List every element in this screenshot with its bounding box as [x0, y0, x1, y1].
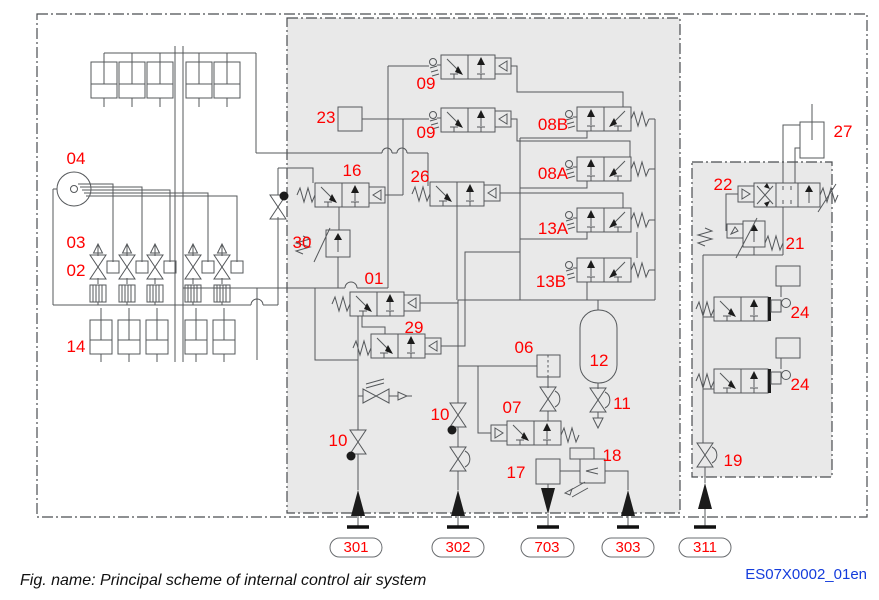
- valve-22: [725, 182, 839, 255]
- shutoff-valve-19: [696, 442, 718, 483]
- label-03: 03: [67, 233, 86, 252]
- valve-13B: [565, 257, 655, 300]
- label-09-lower: 09: [417, 123, 436, 142]
- label-17: 17: [507, 463, 526, 482]
- valve-26: [411, 181, 624, 300]
- distributor-04: [53, 171, 238, 262]
- valve-29: [352, 251, 520, 359]
- port-311-label: 311: [693, 539, 717, 556]
- muffler-group-02: [89, 284, 231, 305]
- port-301-label: 301: [343, 539, 368, 556]
- valve-23: [337, 106, 404, 195]
- document-code: ES07X0002_01en: [745, 566, 867, 583]
- label-16: 16: [343, 161, 362, 180]
- valve-08A: [520, 156, 655, 189]
- label-26: 26: [411, 167, 430, 186]
- valve-09-lower: [403, 107, 631, 157]
- valve-01: [331, 291, 458, 430]
- label-23: 23: [317, 108, 336, 127]
- label-01: 01: [365, 269, 384, 288]
- valve-07: [477, 366, 580, 446]
- label-07: 07: [503, 398, 522, 417]
- label-04: 04: [67, 149, 86, 168]
- label-21: 21: [786, 234, 805, 253]
- port-302: 302: [431, 490, 485, 558]
- label-13A: 13A: [538, 219, 569, 238]
- label-11: 11: [613, 394, 631, 413]
- label-08A: 08A: [538, 164, 569, 183]
- collecting-rails: [458, 119, 656, 301]
- valve-08B: [520, 106, 655, 139]
- relief-valve-branch: [358, 378, 412, 404]
- valve-13A: [520, 207, 655, 258]
- left-manifold-piping: [52, 167, 314, 360]
- port-311-arrow: [698, 483, 712, 509]
- unit-18: [563, 447, 629, 498]
- port-302-label: 302: [445, 539, 470, 556]
- label-10-left: 10: [329, 431, 348, 450]
- port-703-label: 703: [534, 539, 559, 556]
- label-22: 22: [714, 175, 733, 194]
- figure-caption: Fig. name: Principal scheme of internal …: [20, 572, 426, 589]
- label-24-lower: 24: [791, 375, 810, 394]
- label-13B: 13B: [536, 272, 566, 291]
- filter-06: [458, 354, 561, 388]
- cylinder-bank-top: [90, 46, 257, 362]
- label-27: 27: [834, 122, 853, 141]
- port-703: 703: [520, 488, 575, 558]
- drain-valve-11: [589, 387, 611, 430]
- auxiliary-cabinet-region: [691, 161, 833, 478]
- regulator-21: [697, 217, 784, 259]
- valve-16: [296, 182, 403, 230]
- label-30: 30: [293, 233, 312, 252]
- valve-09-upper: [429, 54, 624, 107]
- label-24-upper: 24: [791, 303, 810, 322]
- label-09-upper: 09: [417, 74, 436, 93]
- label-29: 29: [405, 318, 424, 337]
- system-boundary: [36, 13, 868, 518]
- port-303: 303: [601, 490, 655, 558]
- air-receiver-12: [579, 300, 618, 389]
- port-301: 301: [329, 490, 383, 558]
- shutoff-valve-10-right: [447, 300, 471, 490]
- port-303-label: 303: [615, 539, 640, 556]
- label-06: 06: [515, 338, 534, 357]
- throttle-valve: [539, 386, 561, 421]
- right-cabinet-rails: [702, 254, 783, 443]
- regulator-30: [295, 227, 351, 288]
- valve-24-upper: [695, 265, 801, 322]
- label-10-right: 10: [431, 405, 450, 424]
- cylinder-27: [782, 104, 825, 183]
- label-08B: 08B: [538, 115, 568, 134]
- label-14: 14: [67, 337, 86, 356]
- shutoff-valve-10-left: [346, 429, 367, 490]
- label-12: 12: [590, 351, 609, 370]
- supply-line-main: [256, 65, 429, 361]
- unit-17: [535, 458, 580, 488]
- label-19: 19: [724, 451, 743, 470]
- label-18: 18: [603, 446, 622, 465]
- port-311: 311: [678, 483, 732, 558]
- label-02: 02: [67, 261, 86, 280]
- cylinder-bank-bottom-14: [89, 307, 236, 363]
- valve-24-lower: [695, 337, 801, 394]
